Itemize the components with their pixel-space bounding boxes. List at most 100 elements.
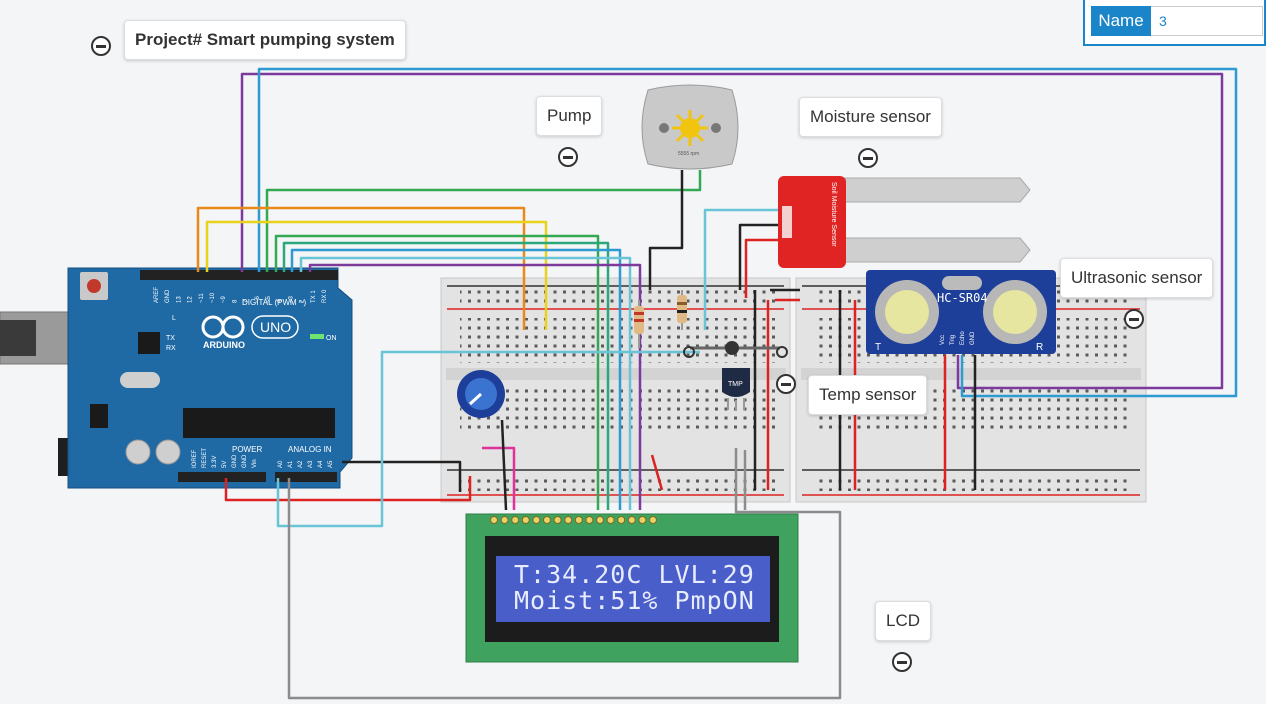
arduino-brand: ARDUINO [203, 340, 245, 350]
ultrasonic-r: R [1036, 342, 1043, 353]
lcd-pin[interactable] [553, 516, 562, 524]
wire-moisture-signal [703, 208, 785, 330]
wires[interactable] [196, 67, 1238, 700]
lcd-note-collapse-icon[interactable] [892, 652, 912, 672]
wire-a-lightblue [276, 350, 700, 528]
wire-5v-rail [224, 476, 472, 502]
temp-note-collapse-icon[interactable] [776, 374, 796, 394]
wire-moisture-gnd [738, 223, 785, 290]
pin-label: ~5 [266, 295, 272, 303]
pin-label: IOREF [192, 449, 198, 468]
pin-label: ~6 [255, 295, 261, 303]
lcd-pin[interactable] [638, 516, 647, 524]
ultrasonic-t: T [875, 342, 881, 353]
ultrasonic-pin-label: GND [970, 331, 976, 345]
pin-label: 4 [277, 299, 283, 303]
moisture-sensor[interactable]: Soil Moisture Sensor [778, 176, 1031, 268]
capacitor-2 [155, 439, 181, 465]
wire-green-pump [265, 170, 702, 272]
temperature-slider[interactable] [683, 341, 788, 358]
wire-moisture-vcc [744, 238, 785, 298]
usb-cable [0, 320, 36, 356]
wire-teal [282, 241, 610, 510]
lcd-screen: T:34.20C LVL:29 Moist:51% PmpON [496, 556, 770, 622]
wire-jumper-red [650, 454, 664, 491]
on-label: ON [326, 335, 337, 342]
name-input[interactable] [1151, 6, 1263, 36]
pin-label: ~11 [199, 293, 205, 303]
pin-label: RESET [202, 448, 208, 468]
pin-label: RX 0 [322, 289, 328, 303]
lcd-pin[interactable] [585, 516, 594, 524]
temp-sensor[interactable]: TMP [722, 368, 750, 410]
potentiometer[interactable] [457, 370, 505, 418]
lcd-pin[interactable] [627, 516, 636, 524]
temp-sensor-label: TMP [728, 381, 743, 388]
wire-pump-gnd [648, 170, 684, 290]
arduino-uno[interactable]: ARDUINO UNO DIGITAL (PWM ~) POWER ANALOG… [67, 267, 353, 489]
pin-label: 5V [222, 461, 228, 468]
lcd-pin[interactable] [649, 516, 657, 524]
lcd-pin[interactable] [564, 516, 573, 524]
lcd-pin[interactable] [500, 516, 509, 524]
motor-rpm: 5555 rpm [678, 151, 699, 157]
lcd-pin[interactable] [490, 516, 498, 524]
lcd-pin[interactable] [606, 516, 615, 524]
wire-yellow [205, 220, 548, 330]
pin-label: GND [165, 289, 171, 303]
ultrasonic-sensor-note[interactable]: Ultrasonic sensor [1060, 258, 1214, 298]
wire-lightblue [299, 256, 632, 510]
lcd-note[interactable]: LCD [875, 601, 932, 641]
pin-label: ~10 [210, 292, 216, 303]
ultrasonic-pin-label: Vcc [940, 335, 946, 345]
resistor-2[interactable] [677, 290, 687, 330]
capacitor-1 [125, 439, 151, 465]
lcd-pin[interactable] [511, 516, 520, 524]
pin-label: 8 [232, 299, 238, 303]
usb-chip [138, 332, 160, 354]
arduino-logo [201, 315, 245, 339]
arduino-model: UNO [260, 319, 291, 335]
wire-purple-long [240, 72, 1224, 390]
project-note-collapse-icon[interactable] [91, 36, 111, 56]
project-title-note[interactable]: Project# Smart pumping system [124, 20, 406, 60]
pump-note[interactable]: Pump [536, 96, 603, 136]
ultrasonic-model: HC-SR04 [937, 291, 988, 305]
analog-label: ANALOG IN [288, 445, 332, 454]
lcd-pin[interactable] [596, 516, 604, 524]
pin-label: A0 [278, 460, 284, 468]
regulator [90, 404, 108, 428]
lcd-pin[interactable] [617, 516, 626, 524]
pump-motor[interactable]: 5555 rpm [641, 84, 739, 170]
tx-label: TX [166, 335, 175, 342]
moisture-note-collapse-icon[interactable] [858, 148, 878, 168]
lcd-pin[interactable] [532, 516, 541, 524]
rx-label: RX [166, 345, 176, 352]
pin-label: Vin [252, 459, 258, 468]
pin-label: 3.3V [212, 456, 218, 468]
moisture-sensor-note[interactable]: Moisture sensor [799, 97, 942, 137]
lcd-pin-header [490, 516, 657, 524]
crystal [120, 372, 160, 388]
wire-blue-2 [290, 248, 622, 510]
wire-purple-2 [308, 263, 642, 510]
temp-sensor-note[interactable]: Temp sensor [808, 375, 928, 415]
name-field: Name [1083, 0, 1266, 46]
lcd-line-2: Moist:51% PmpON [514, 586, 755, 615]
pin-label: A2 [298, 460, 304, 468]
analog-header [275, 472, 337, 482]
ultrasonic-pin-label: Echo [960, 331, 966, 345]
lcd-pin[interactable] [521, 516, 530, 524]
ultrasonic-note-collapse-icon[interactable] [1124, 309, 1144, 329]
digital-header [140, 270, 338, 280]
lcd-pin[interactable] [574, 516, 583, 524]
resistor-1[interactable] [634, 300, 644, 348]
wire-orange [196, 206, 526, 330]
pump-note-collapse-icon[interactable] [558, 147, 578, 167]
lcd-pin[interactable] [543, 516, 551, 524]
power-header [178, 472, 266, 482]
